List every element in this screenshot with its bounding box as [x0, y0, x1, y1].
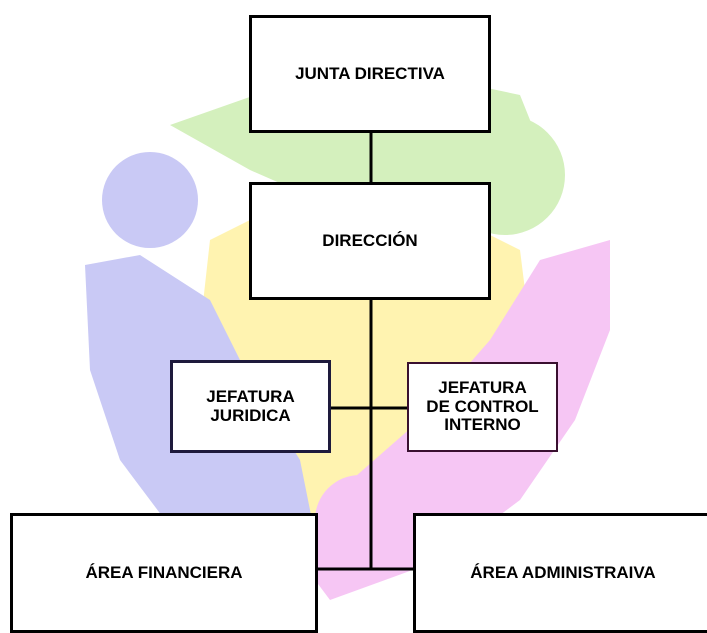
box-jefatura-control-interno: JEFATURA DE CONTROL INTERNO	[407, 362, 558, 452]
label-direccion: DIRECCIÓN	[322, 230, 418, 250]
label-jefatura-juridica: JEFATURA JURIDICA	[206, 386, 295, 425]
label-area-financiera: ÁREA FINANCIERA	[85, 562, 243, 582]
box-jefatura-juridica: JEFATURA JURIDICA	[170, 360, 331, 453]
box-area-administrativa: ÁREA ADMINISTRAIVA	[413, 513, 707, 633]
box-direccion: DIRECCIÓN	[249, 182, 491, 300]
box-area-financiera: ÁREA FINANCIERA	[10, 513, 318, 633]
label-area-administrativa: ÁREA ADMINISTRAIVA	[470, 562, 656, 582]
box-junta-directiva: JUNTA DIRECTIVA	[249, 15, 491, 133]
watermark-blue-circle	[102, 152, 198, 248]
connector-lines	[316, 132, 415, 571]
watermark-pink-circle	[315, 475, 405, 565]
label-jefatura-control-interno: JEFATURA DE CONTROL INTERNO	[426, 377, 539, 435]
label-junta-directiva: JUNTA DIRECTIVA	[295, 63, 445, 83]
